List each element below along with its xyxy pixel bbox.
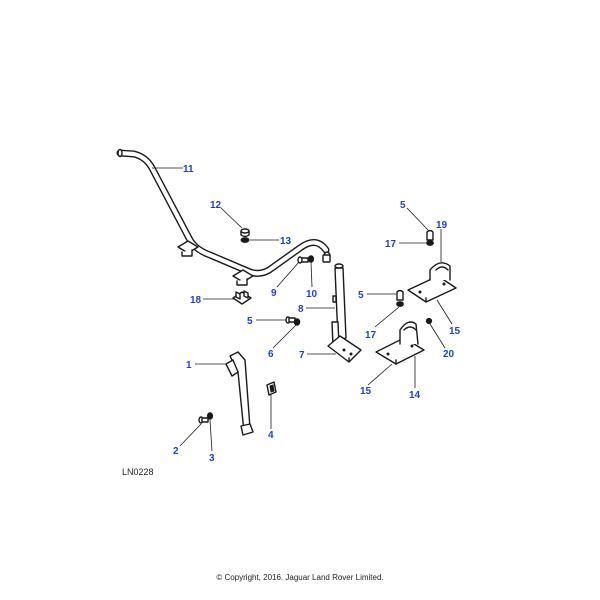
part-13-grommet <box>240 237 250 243</box>
part-19-upper-bracket <box>407 262 457 303</box>
part-11-tube <box>116 148 331 286</box>
part-20-nut <box>425 317 433 325</box>
diagram-reference-code: LN0228 <box>122 467 154 477</box>
part-6-nut <box>293 318 301 326</box>
part-4-clip <box>266 381 277 396</box>
part-12-cap <box>240 228 250 238</box>
callout-11: 11 <box>183 164 194 175</box>
callout-7: 7 <box>299 350 305 361</box>
part-10-nut <box>307 255 315 263</box>
callout-18: 18 <box>190 295 202 306</box>
callout-15-upper: 15 <box>449 326 461 337</box>
part-2-bolt <box>198 416 209 424</box>
part-14-lower-bracket <box>375 321 425 365</box>
callout-labels: 11 12 13 9 10 18 8 5 6 7 1 4 2 3 5 19 17… <box>173 164 461 464</box>
part-5-bolt-lower <box>396 289 404 301</box>
leader-lines <box>152 167 453 452</box>
part-17-washer-lower <box>396 301 404 307</box>
callout-8: 8 <box>298 304 304 315</box>
callout-6: 6 <box>268 349 274 360</box>
part-18-clip <box>232 290 252 305</box>
callout-13: 13 <box>280 236 292 247</box>
copyright-notice: © Copyright, 2016. Jaguar Land Rover Lim… <box>216 573 384 582</box>
callout-10: 10 <box>306 289 318 300</box>
callout-1: 1 <box>186 360 192 371</box>
callout-3: 3 <box>209 453 215 464</box>
part-9-bolt <box>297 256 309 264</box>
callout-17-lower: 17 <box>365 330 377 341</box>
part-8-post <box>331 263 347 347</box>
callout-9: 9 <box>271 288 277 299</box>
part-17-washer-upper <box>426 240 434 246</box>
callout-4: 4 <box>268 430 274 441</box>
callout-5-center: 5 <box>247 316 253 327</box>
callout-5-upper: 5 <box>400 200 406 211</box>
callout-19: 19 <box>436 220 448 231</box>
part-5-bolt-upper <box>426 229 434 241</box>
callout-2: 2 <box>173 446 179 457</box>
callout-17-upper: 17 <box>385 239 397 250</box>
part-5-bolt-center <box>285 316 296 324</box>
part-3-nut <box>206 412 214 420</box>
callout-5-lower: 5 <box>358 290 364 301</box>
callout-20: 20 <box>443 349 455 360</box>
part-1-lever <box>225 351 254 436</box>
callout-14: 14 <box>409 390 421 401</box>
part-7-base-plate <box>327 335 362 363</box>
callout-15-lower: 15 <box>360 386 372 397</box>
callout-12: 12 <box>210 200 222 211</box>
